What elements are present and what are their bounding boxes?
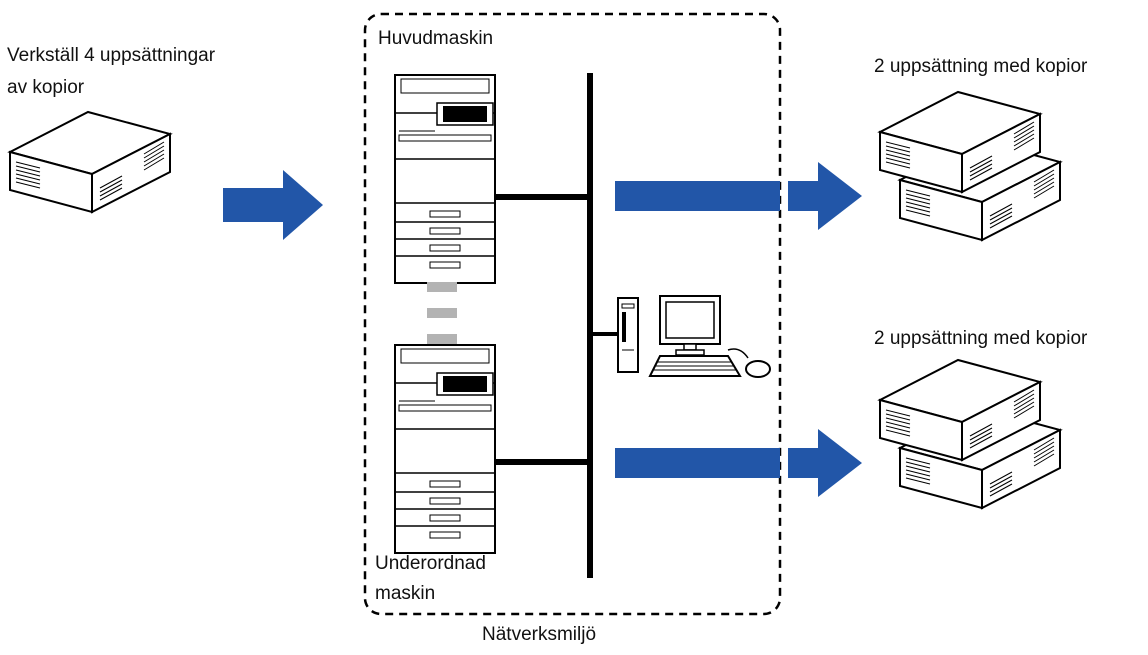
network-label: Nätverksmiljö	[482, 624, 597, 645]
output-arrow-top	[615, 162, 862, 230]
printer-link-top	[427, 282, 457, 292]
source-label-line1: Verkställ 4 uppsättningar	[7, 45, 216, 66]
computer-icon	[617, 295, 771, 378]
source-label-line2: av kopior	[7, 77, 85, 98]
main-machine-label: Huvudmaskin	[378, 28, 494, 49]
output-arrow-bottom	[615, 429, 862, 497]
output-bottom-label: 2 uppsättning med kopior	[874, 328, 1088, 349]
sub-printer	[394, 344, 496, 554]
sub-machine-label-line1: Underordnad	[375, 553, 486, 574]
input-arrow	[223, 170, 323, 240]
printer-link-mid	[427, 308, 457, 318]
sub-machine-label-line2: maskin	[375, 583, 436, 604]
printer-link-bottom	[427, 334, 457, 344]
network-boundary	[363, 12, 782, 616]
main-printer	[394, 74, 496, 284]
source-paper-stack	[9, 111, 171, 213]
output-top-label: 2 uppsättning med kopior	[874, 56, 1088, 77]
